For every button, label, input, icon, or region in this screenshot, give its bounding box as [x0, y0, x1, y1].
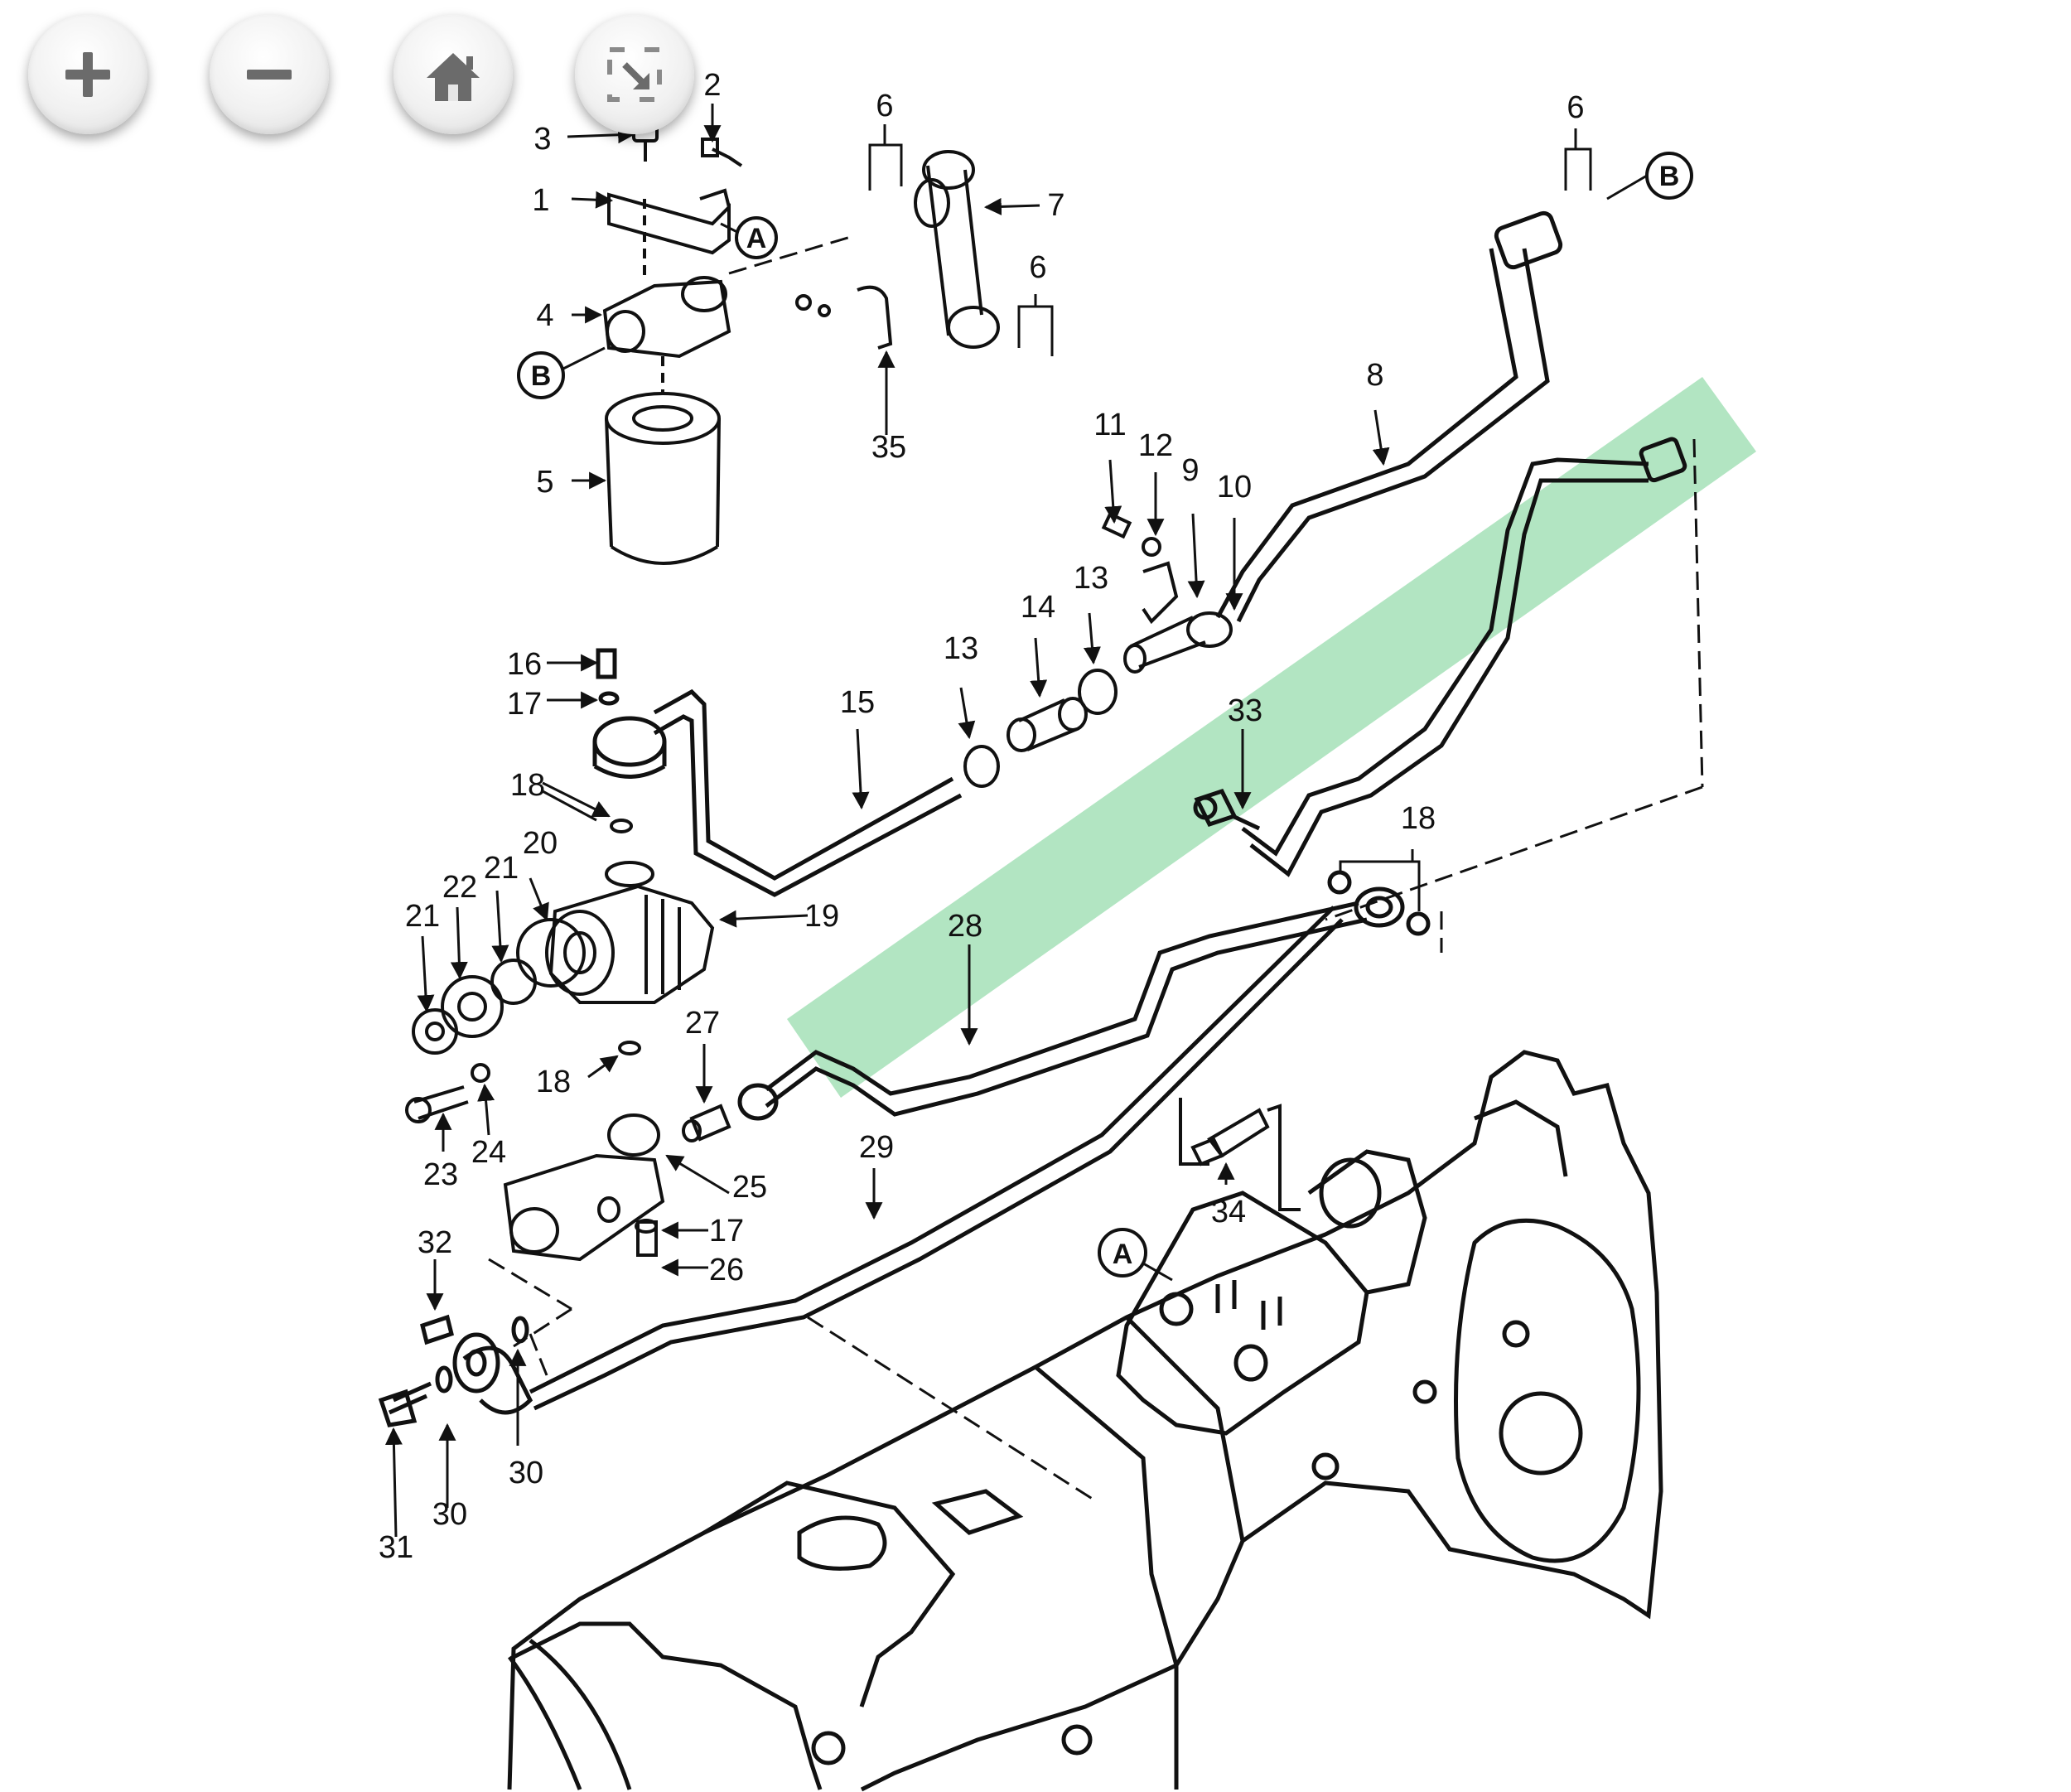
- label-17a: 17: [507, 687, 542, 722]
- callout-leaders: [562, 174, 1648, 1282]
- label-18a: 18: [510, 768, 545, 803]
- label-28: 28: [948, 909, 982, 944]
- callout-b2: B: [1645, 152, 1693, 200]
- pipe-33: [1193, 437, 1687, 936]
- clamp-35: [795, 285, 893, 350]
- label-13a: 13: [944, 631, 978, 666]
- label-1: 1: [532, 183, 549, 218]
- callout-a2: A: [1098, 1228, 1147, 1278]
- label-31: 31: [379, 1530, 413, 1565]
- pipe-7: [914, 150, 1000, 349]
- label-30b: 30: [432, 1497, 467, 1532]
- zoom-out-button[interactable]: [210, 15, 329, 134]
- fullscreen-button[interactable]: [575, 15, 694, 134]
- label-9: 9: [1181, 453, 1199, 488]
- label-10: 10: [1217, 470, 1252, 505]
- minus-icon: [247, 70, 292, 80]
- label-16: 16: [507, 647, 542, 682]
- label-20: 20: [523, 826, 558, 861]
- label-15: 15: [840, 685, 875, 720]
- label-6b: 6: [1029, 250, 1046, 285]
- bracket-arrows: [542, 124, 1592, 911]
- zoom-in-button[interactable]: [28, 15, 147, 134]
- valve-25: [405, 1041, 731, 1262]
- svg-text:A: A: [746, 223, 767, 254]
- svg-text:A: A: [1113, 1239, 1133, 1270]
- label-2: 2: [703, 68, 721, 103]
- label-21a: 21: [405, 899, 440, 934]
- plus-icon: [65, 52, 110, 97]
- highlight-band: [787, 377, 1756, 1098]
- label-6a: 6: [876, 89, 893, 123]
- label-22: 22: [442, 870, 477, 905]
- label-17b: 17: [709, 1214, 744, 1249]
- leader-lines: [488, 234, 1704, 1501]
- label-18c: 18: [1401, 801, 1436, 836]
- label-3: 3: [533, 122, 551, 157]
- label-12: 12: [1138, 428, 1173, 463]
- pipe-29: [378, 906, 1344, 1427]
- home-button[interactable]: [393, 15, 513, 134]
- filter-assembly: [602, 114, 743, 565]
- callout-b1: B: [517, 351, 565, 399]
- label-19: 19: [804, 899, 839, 934]
- label-25: 25: [732, 1170, 767, 1205]
- label-23: 23: [423, 1157, 458, 1192]
- label-14: 14: [1021, 590, 1055, 625]
- part-labels: 1 2 3 4 5 6 6 6 7 8 9 10 11 12 13 13 14 …: [379, 68, 1585, 1565]
- label-4: 4: [536, 298, 553, 333]
- transmission-housing: [507, 1050, 1663, 1792]
- svg-text:B: B: [531, 360, 552, 392]
- pipe-8: [1215, 210, 1563, 623]
- label-32: 32: [418, 1225, 452, 1260]
- label-33: 33: [1228, 693, 1262, 728]
- svg-text:B: B: [1659, 161, 1680, 192]
- pipe-15: [592, 648, 963, 897]
- label-26: 26: [709, 1253, 744, 1287]
- label-11: 11: [1093, 408, 1126, 442]
- label-13b: 13: [1074, 561, 1108, 596]
- label-29: 29: [859, 1130, 894, 1165]
- label-6c: 6: [1567, 90, 1584, 125]
- label-24: 24: [471, 1135, 506, 1170]
- pipe-28: [737, 886, 1405, 1121]
- pump-19: [412, 819, 715, 1055]
- label-5: 5: [536, 465, 553, 500]
- label-arrows: [384, 104, 1390, 1538]
- label-27: 27: [685, 1006, 720, 1041]
- label-7: 7: [1047, 188, 1064, 223]
- label-18b: 18: [536, 1065, 571, 1099]
- home-icon: [427, 53, 480, 101]
- label-34: 34: [1211, 1195, 1246, 1229]
- callout-a1: A: [735, 216, 778, 259]
- sensor-34: [1179, 1098, 1301, 1211]
- label-35: 35: [871, 430, 906, 465]
- label-8: 8: [1366, 358, 1383, 393]
- label-30a: 30: [509, 1456, 543, 1490]
- fullscreen-icon: [607, 47, 662, 102]
- label-21b: 21: [484, 851, 519, 886]
- hose-parts: [963, 511, 1233, 788]
